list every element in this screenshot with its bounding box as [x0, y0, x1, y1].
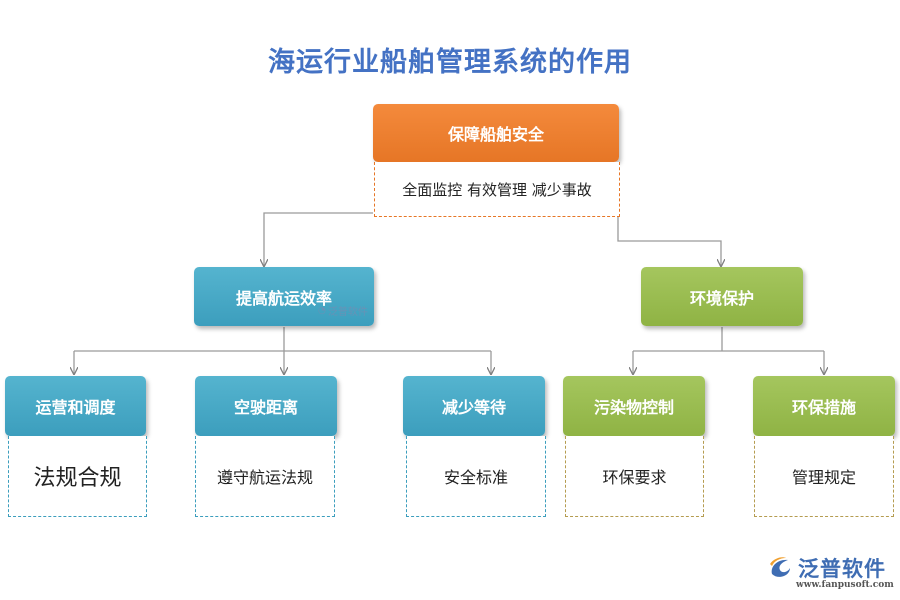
- node-leaf-2-detail: 遵守航运法规: [195, 436, 335, 517]
- node-branch-right: 环境保护: [641, 267, 803, 326]
- node-leaf-1-label: 运营和调度: [35, 398, 116, 417]
- node-leaf-3-label: 减少等待: [441, 398, 506, 417]
- node-leaf-4: 污染物控制: [563, 376, 705, 436]
- brand-logo-icon: [770, 557, 790, 577]
- node-leaf-3: 减少等待: [403, 376, 545, 436]
- node-leaf-1: 运营和调度: [5, 376, 146, 436]
- node-root-detail-text: 全面监控 有效管理 减少事故: [402, 180, 592, 199]
- connector-root-right: [617, 213, 721, 266]
- node-leaf-4-detail: 环保要求: [565, 436, 704, 517]
- node-leaf-4-detail-text: 环保要求: [602, 468, 667, 487]
- brand-logo-text: 泛普软件: [798, 557, 886, 581]
- node-leaf-1-detail-text: 法规合规: [33, 466, 122, 491]
- node-leaf-4-label: 污染物控制: [593, 398, 674, 417]
- node-leaf-1-detail: 法规合规: [8, 436, 147, 517]
- node-leaf-5-label: 环保措施: [791, 398, 856, 417]
- brand-logo: 泛普软件: [768, 553, 886, 583]
- node-branch-right-label: 环境保护: [689, 288, 754, 308]
- node-leaf-3-detail: 安全标准: [406, 436, 546, 517]
- node-leaf-5: 环保措施: [753, 376, 895, 436]
- node-branch-left: 提高航运效率: [194, 267, 374, 326]
- node-root: 保障船舶安全: [373, 104, 619, 162]
- watermark: ◔ 泛普软件: [318, 303, 368, 319]
- diagram-title: 海运行业船舶管理系统的作用: [268, 47, 632, 78]
- node-root-detail: 全面监控 有效管理 减少事故: [374, 162, 620, 217]
- node-leaf-2: 空驶距离: [195, 376, 337, 436]
- watermark-text: 泛普软件: [327, 307, 368, 318]
- node-leaf-5-detail-text: 管理规定: [791, 468, 856, 487]
- node-leaf-5-detail: 管理规定: [754, 436, 894, 517]
- brand-url: www.fanpusoft.com: [796, 580, 894, 590]
- node-leaf-2-label: 空驶距离: [233, 398, 298, 417]
- node-branch-left-label: 提高航运效率: [235, 288, 332, 308]
- connector-root-left: [264, 212, 373, 266]
- watermark-icon: ◔: [318, 305, 326, 316]
- node-root-label: 保障船舶安全: [447, 125, 544, 144]
- node-leaf-2-detail-text: 遵守航运法规: [216, 468, 313, 487]
- node-leaf-3-detail-text: 安全标准: [443, 468, 508, 487]
